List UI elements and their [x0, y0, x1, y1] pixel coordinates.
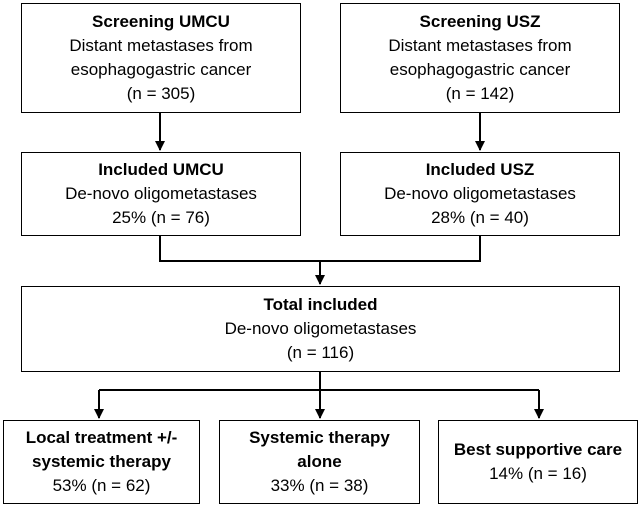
total-included-line1: De-novo oligometastases	[224, 319, 417, 338]
best-supportive-care-box: Best supportive care 14% (n = 16)	[438, 420, 638, 504]
systemic-therapy-title2: alone	[297, 452, 342, 471]
best-supportive-care-title: Best supportive care	[453, 440, 623, 459]
included-umcu-title: Included UMCU	[98, 160, 224, 179]
screening-usz-line2: esophagogastric cancer	[389, 60, 571, 79]
included-umcu-line1: De-novo oligometastases	[65, 184, 257, 203]
screening-umcu-line2: esophagogastric cancer	[70, 60, 252, 79]
best-supportive-care-count: 14% (n = 16)	[489, 464, 587, 483]
screening-umcu-box: Screening UMCU Distant metastases from e…	[21, 3, 301, 113]
screening-usz-line1: Distant metastases from	[388, 36, 572, 55]
local-treatment-title2: systemic therapy	[32, 452, 171, 471]
screening-umcu-line1: Distant metastases from	[69, 36, 253, 55]
systemic-therapy-box: Systemic therapy alone 33% (n = 38)	[219, 420, 420, 504]
included-umcu-box: Included UMCU De-novo oligometastases 25…	[21, 152, 301, 236]
local-treatment-count: 53% (n = 62)	[52, 476, 151, 495]
systemic-therapy-title1: Systemic therapy	[249, 428, 390, 447]
included-usz-title: Included USZ	[425, 160, 535, 179]
total-included-title: Total included	[263, 295, 378, 314]
included-usz-box: Included USZ De-novo oligometastases 28%…	[340, 152, 620, 236]
screening-usz-box: Screening USZ Distant metastases from es…	[340, 3, 620, 113]
screening-umcu-count: (n = 305)	[126, 84, 196, 103]
local-treatment-title1: Local treatment +/-	[25, 428, 178, 447]
total-included-count: (n = 116)	[286, 343, 355, 362]
systemic-therapy-count: 33% (n = 38)	[270, 476, 369, 495]
total-included-box: Total included De-novo oligometastases (…	[21, 286, 620, 372]
screening-usz-count: (n = 142)	[445, 84, 515, 103]
merge-line	[159, 236, 481, 262]
included-umcu-count: 25% (n = 76)	[112, 208, 210, 227]
screening-umcu-title: Screening UMCU	[92, 12, 230, 31]
included-usz-count: 28% (n = 40)	[431, 208, 529, 227]
local-treatment-box: Local treatment +/- systemic therapy 53%…	[3, 420, 200, 504]
included-usz-line1: De-novo oligometastases	[384, 184, 576, 203]
screening-usz-title: Screening USZ	[419, 12, 541, 31]
